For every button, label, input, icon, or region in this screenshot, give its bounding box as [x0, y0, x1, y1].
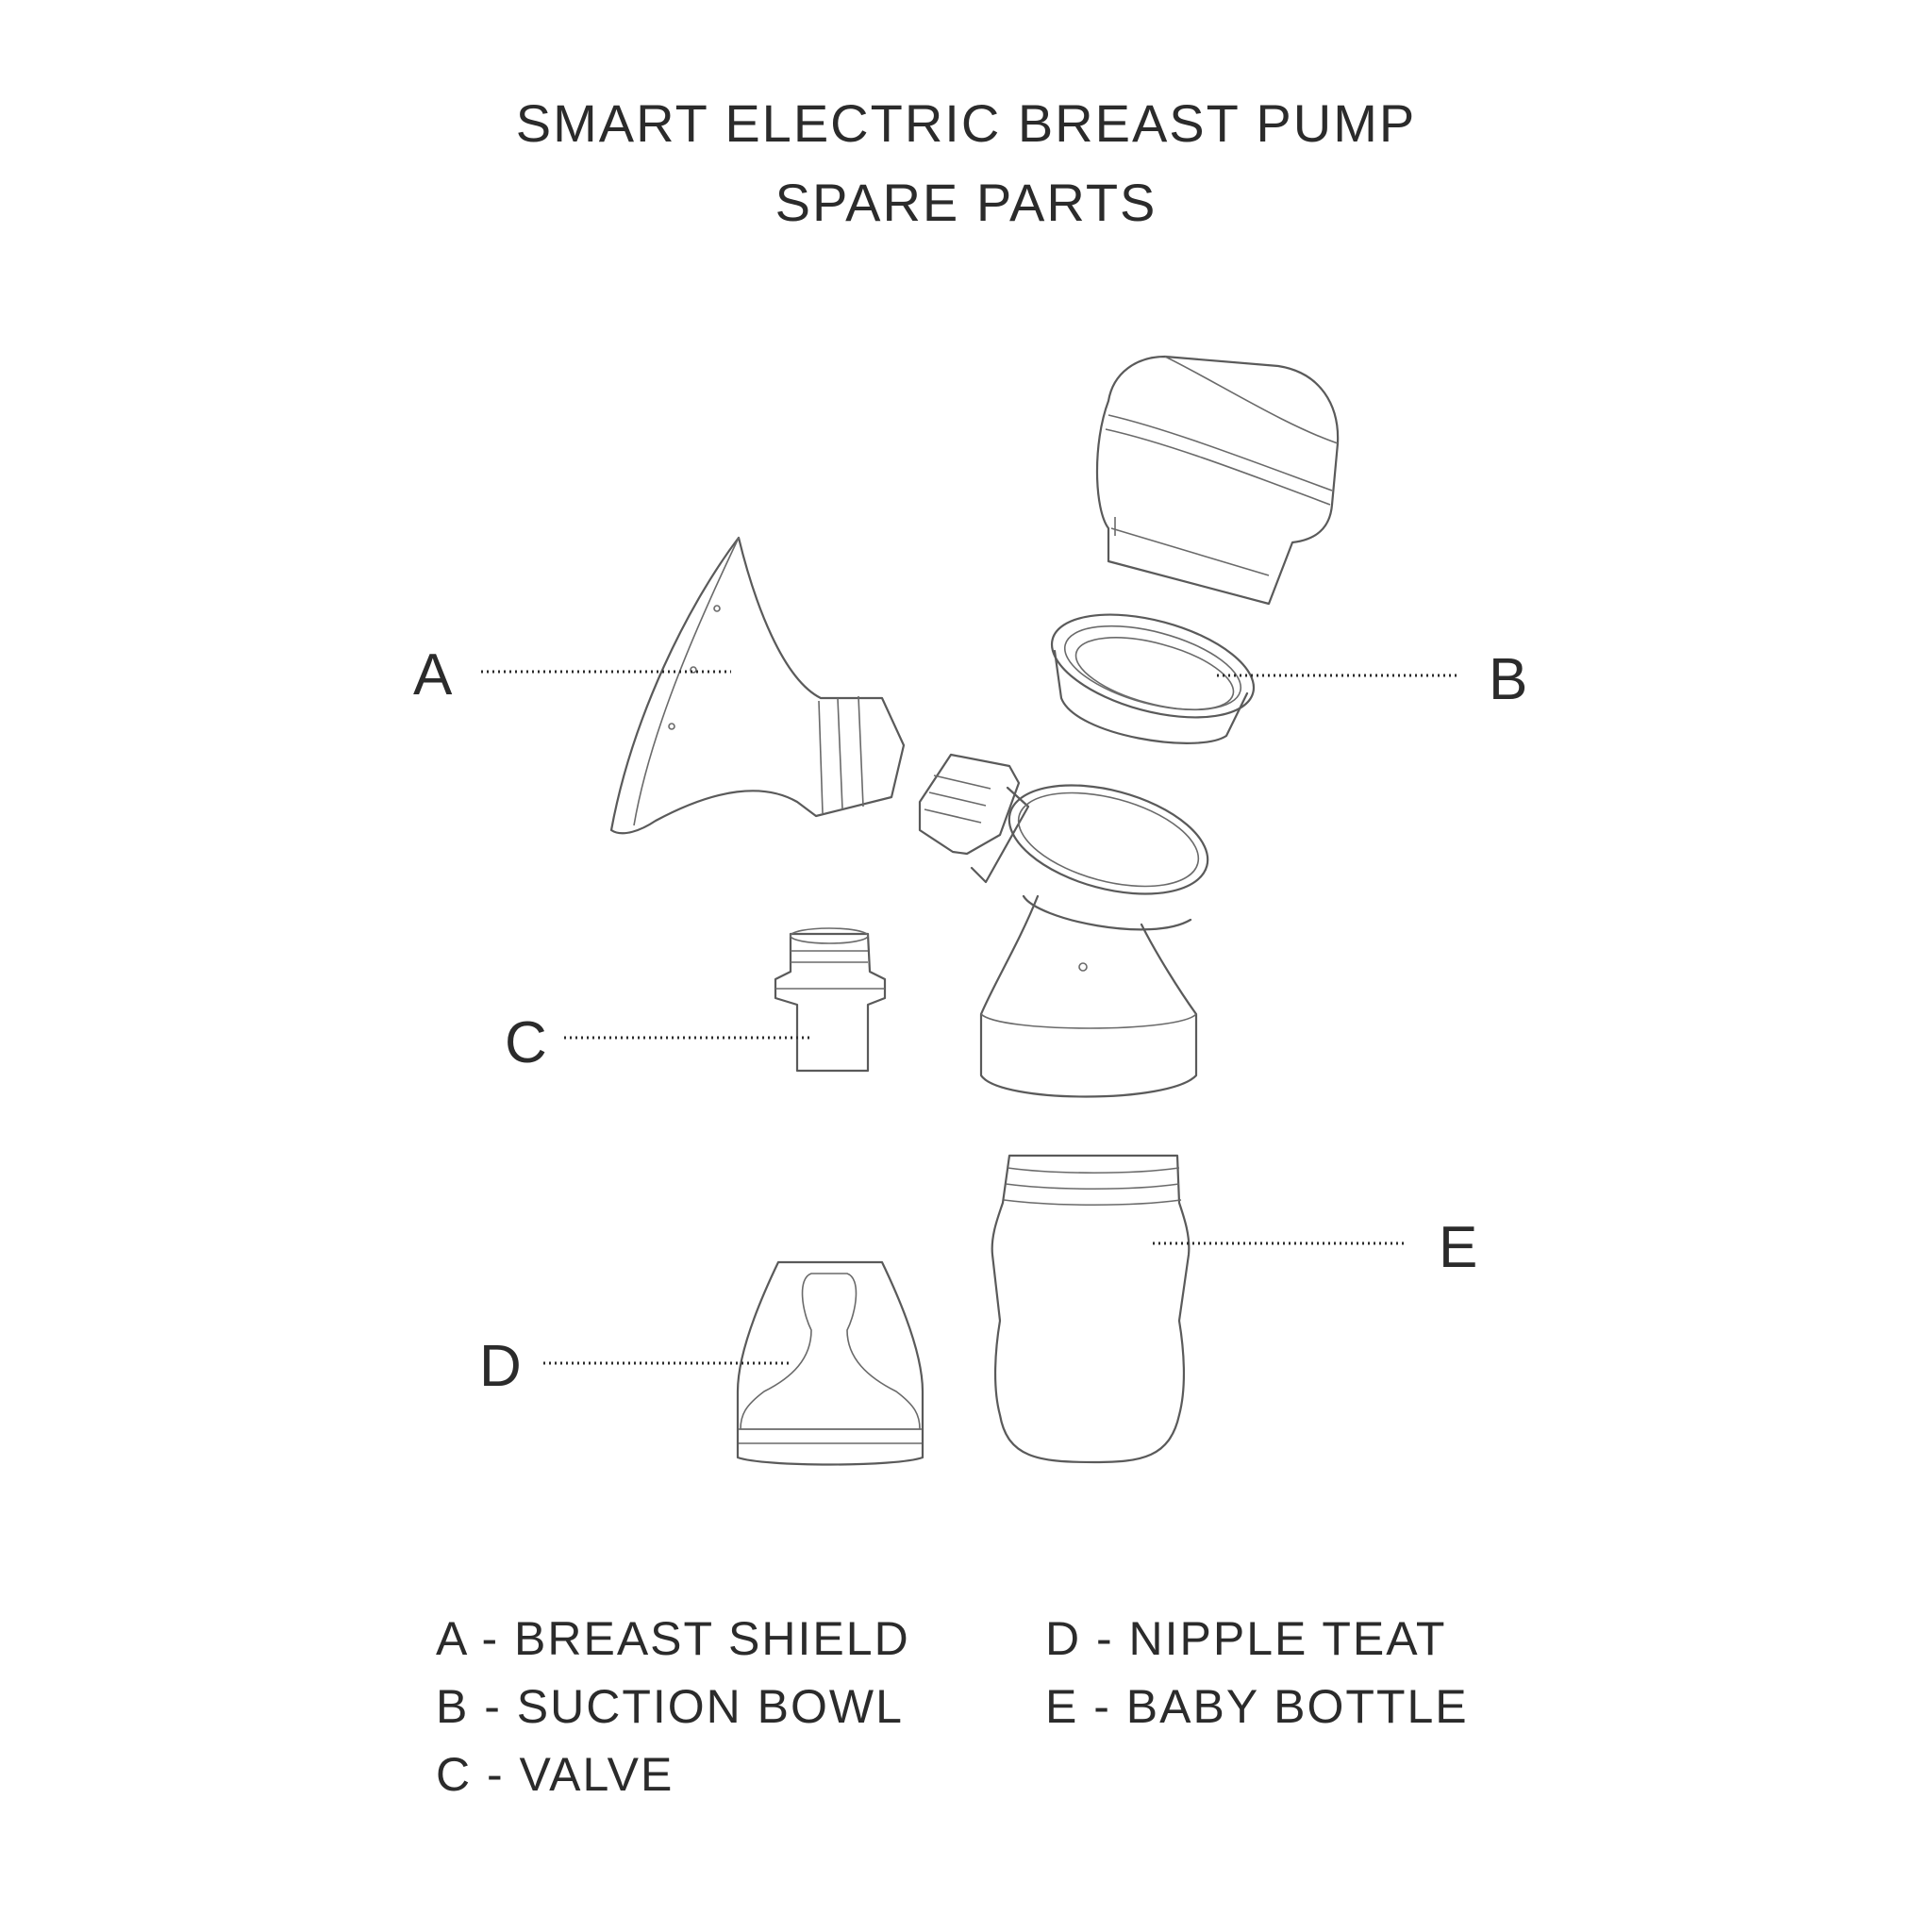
- breast-shield-drawing: [609, 536, 906, 835]
- legend-item-b: B - SUCTION BOWL: [436, 1680, 904, 1733]
- callout-c: C: [505, 1010, 547, 1075]
- motor-cap-drawing: [1095, 355, 1340, 606]
- pump-body-drawing: [918, 753, 1209, 1098]
- valve-drawing: [774, 927, 887, 1073]
- callout-b: B: [1489, 647, 1528, 712]
- callout-e: E: [1439, 1215, 1478, 1280]
- callout-a: A: [413, 642, 453, 708]
- baby-bottle-drawing: [991, 1154, 1191, 1464]
- nipple-teat-drawing: [736, 1260, 924, 1466]
- legend-item-a: A - BREAST SHIELD: [436, 1612, 910, 1665]
- suction-bowl-drawing: [1050, 613, 1256, 744]
- diagram-title-line1: SMART ELECTRIC BREAST PUMP: [515, 93, 1417, 153]
- legend-item-c: C - VALVE: [436, 1748, 675, 1801]
- legend-item-e: E - BABY BOTTLE: [1045, 1680, 1469, 1733]
- callout-d: D: [479, 1334, 522, 1399]
- legend-item-d: D - NIPPLE TEAT: [1045, 1612, 1447, 1665]
- diagram-title-line2: SPARE PARTS: [774, 173, 1158, 232]
